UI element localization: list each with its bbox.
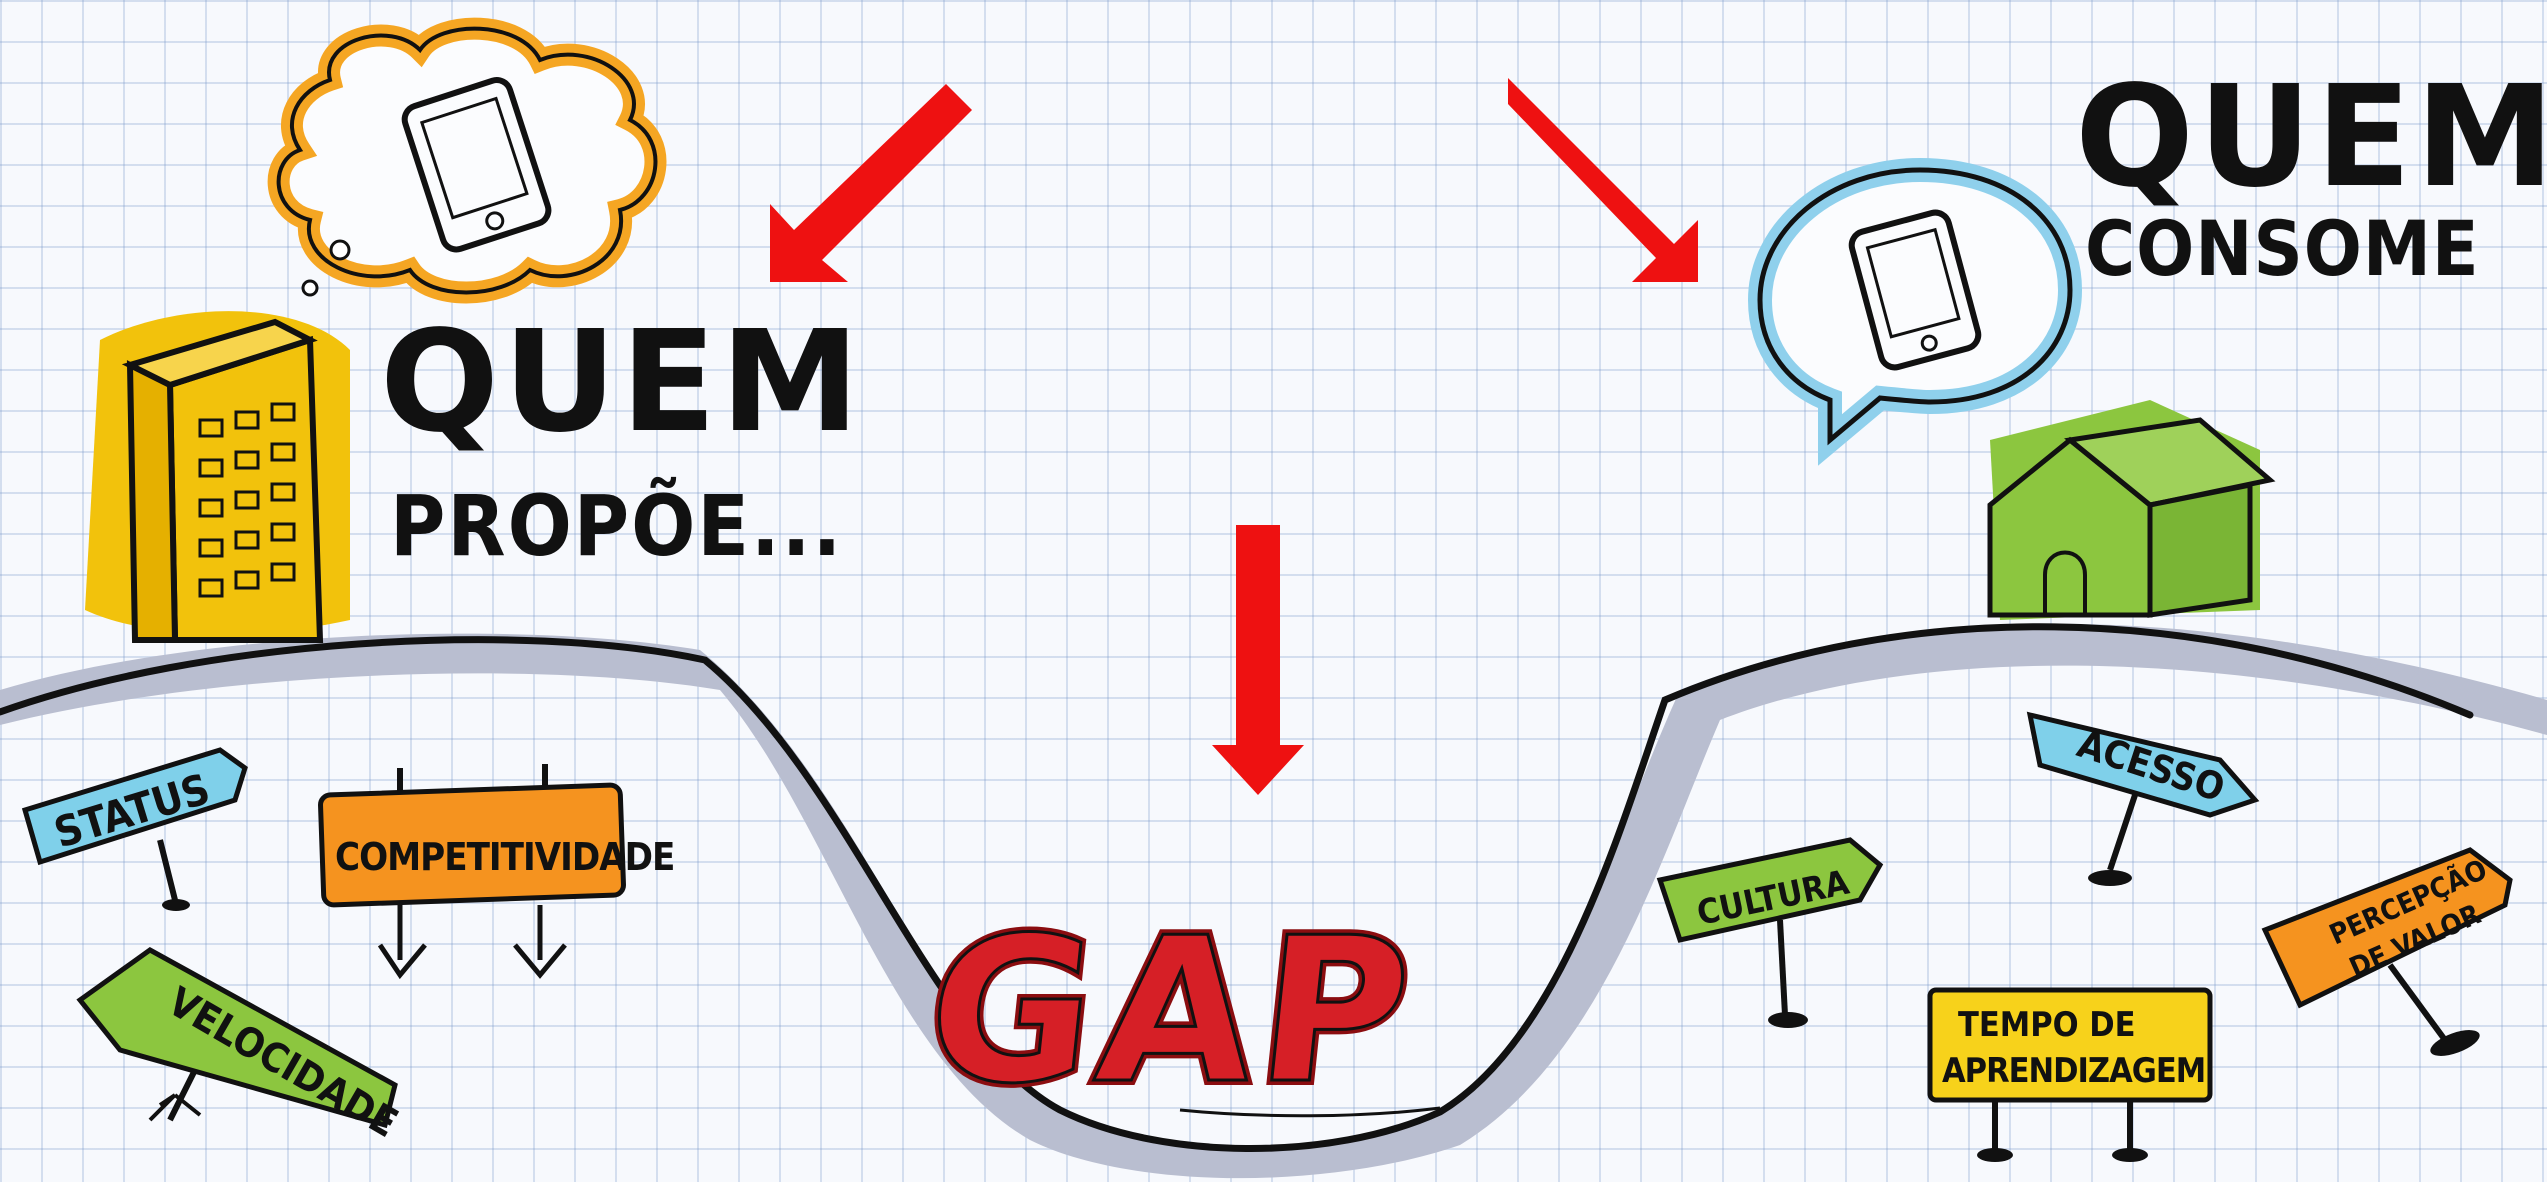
thought-dot: [331, 241, 349, 259]
arrow-icon: [1508, 78, 1698, 282]
building-side: [130, 365, 175, 640]
sign-cultura: CULTURA: [1660, 840, 1880, 1028]
arrow-down-left-icon: [770, 84, 972, 282]
arrow-down-right-icon: [1508, 78, 1698, 282]
building-front: [170, 340, 320, 640]
gap-label: GAP GAP: [917, 896, 1425, 1128]
sign-competitividade-label: COMPETITIVIDADE: [335, 835, 674, 879]
right-title-line1: QUEM: [2075, 56, 2547, 219]
speech-bubble-icon: [1760, 170, 2070, 440]
left-title-line1: QUEM: [380, 301, 864, 464]
sign-velocidade: VELOCIDADE: [80, 950, 405, 1147]
thought-dot: [303, 281, 317, 295]
arrow-icon: [1212, 525, 1304, 795]
arrow-icon: [770, 84, 972, 282]
left-title-line2: PROPÕE...: [390, 476, 843, 575]
gap-text: GAP: [917, 896, 1425, 1128]
arrow-down-icon: [1212, 525, 1304, 795]
thought-bubble-icon: [279, 29, 656, 295]
sign-competitividade: COMPETITIVIDADE: [320, 764, 674, 975]
sign-tempo-label-line1: TEMPO DE: [1958, 1005, 2136, 1045]
sign-acesso: ACESSO: [2030, 715, 2255, 886]
right-title-line2: CONSOME: [2085, 204, 2480, 293]
sign-tempo-aprendizagem: TEMPO DE APRENDIZAGEM: [1930, 990, 2210, 1162]
building-icon: [85, 311, 350, 640]
house-icon: [1990, 400, 2270, 620]
sign-percepcao-valor: PERCEPÇÃO DE VALOR: [2265, 850, 2510, 1061]
house-side: [2150, 485, 2250, 615]
sign-tempo-label-line2: APRENDIZAGEM: [1942, 1051, 2205, 1091]
sign-status: STATUS: [25, 750, 245, 911]
